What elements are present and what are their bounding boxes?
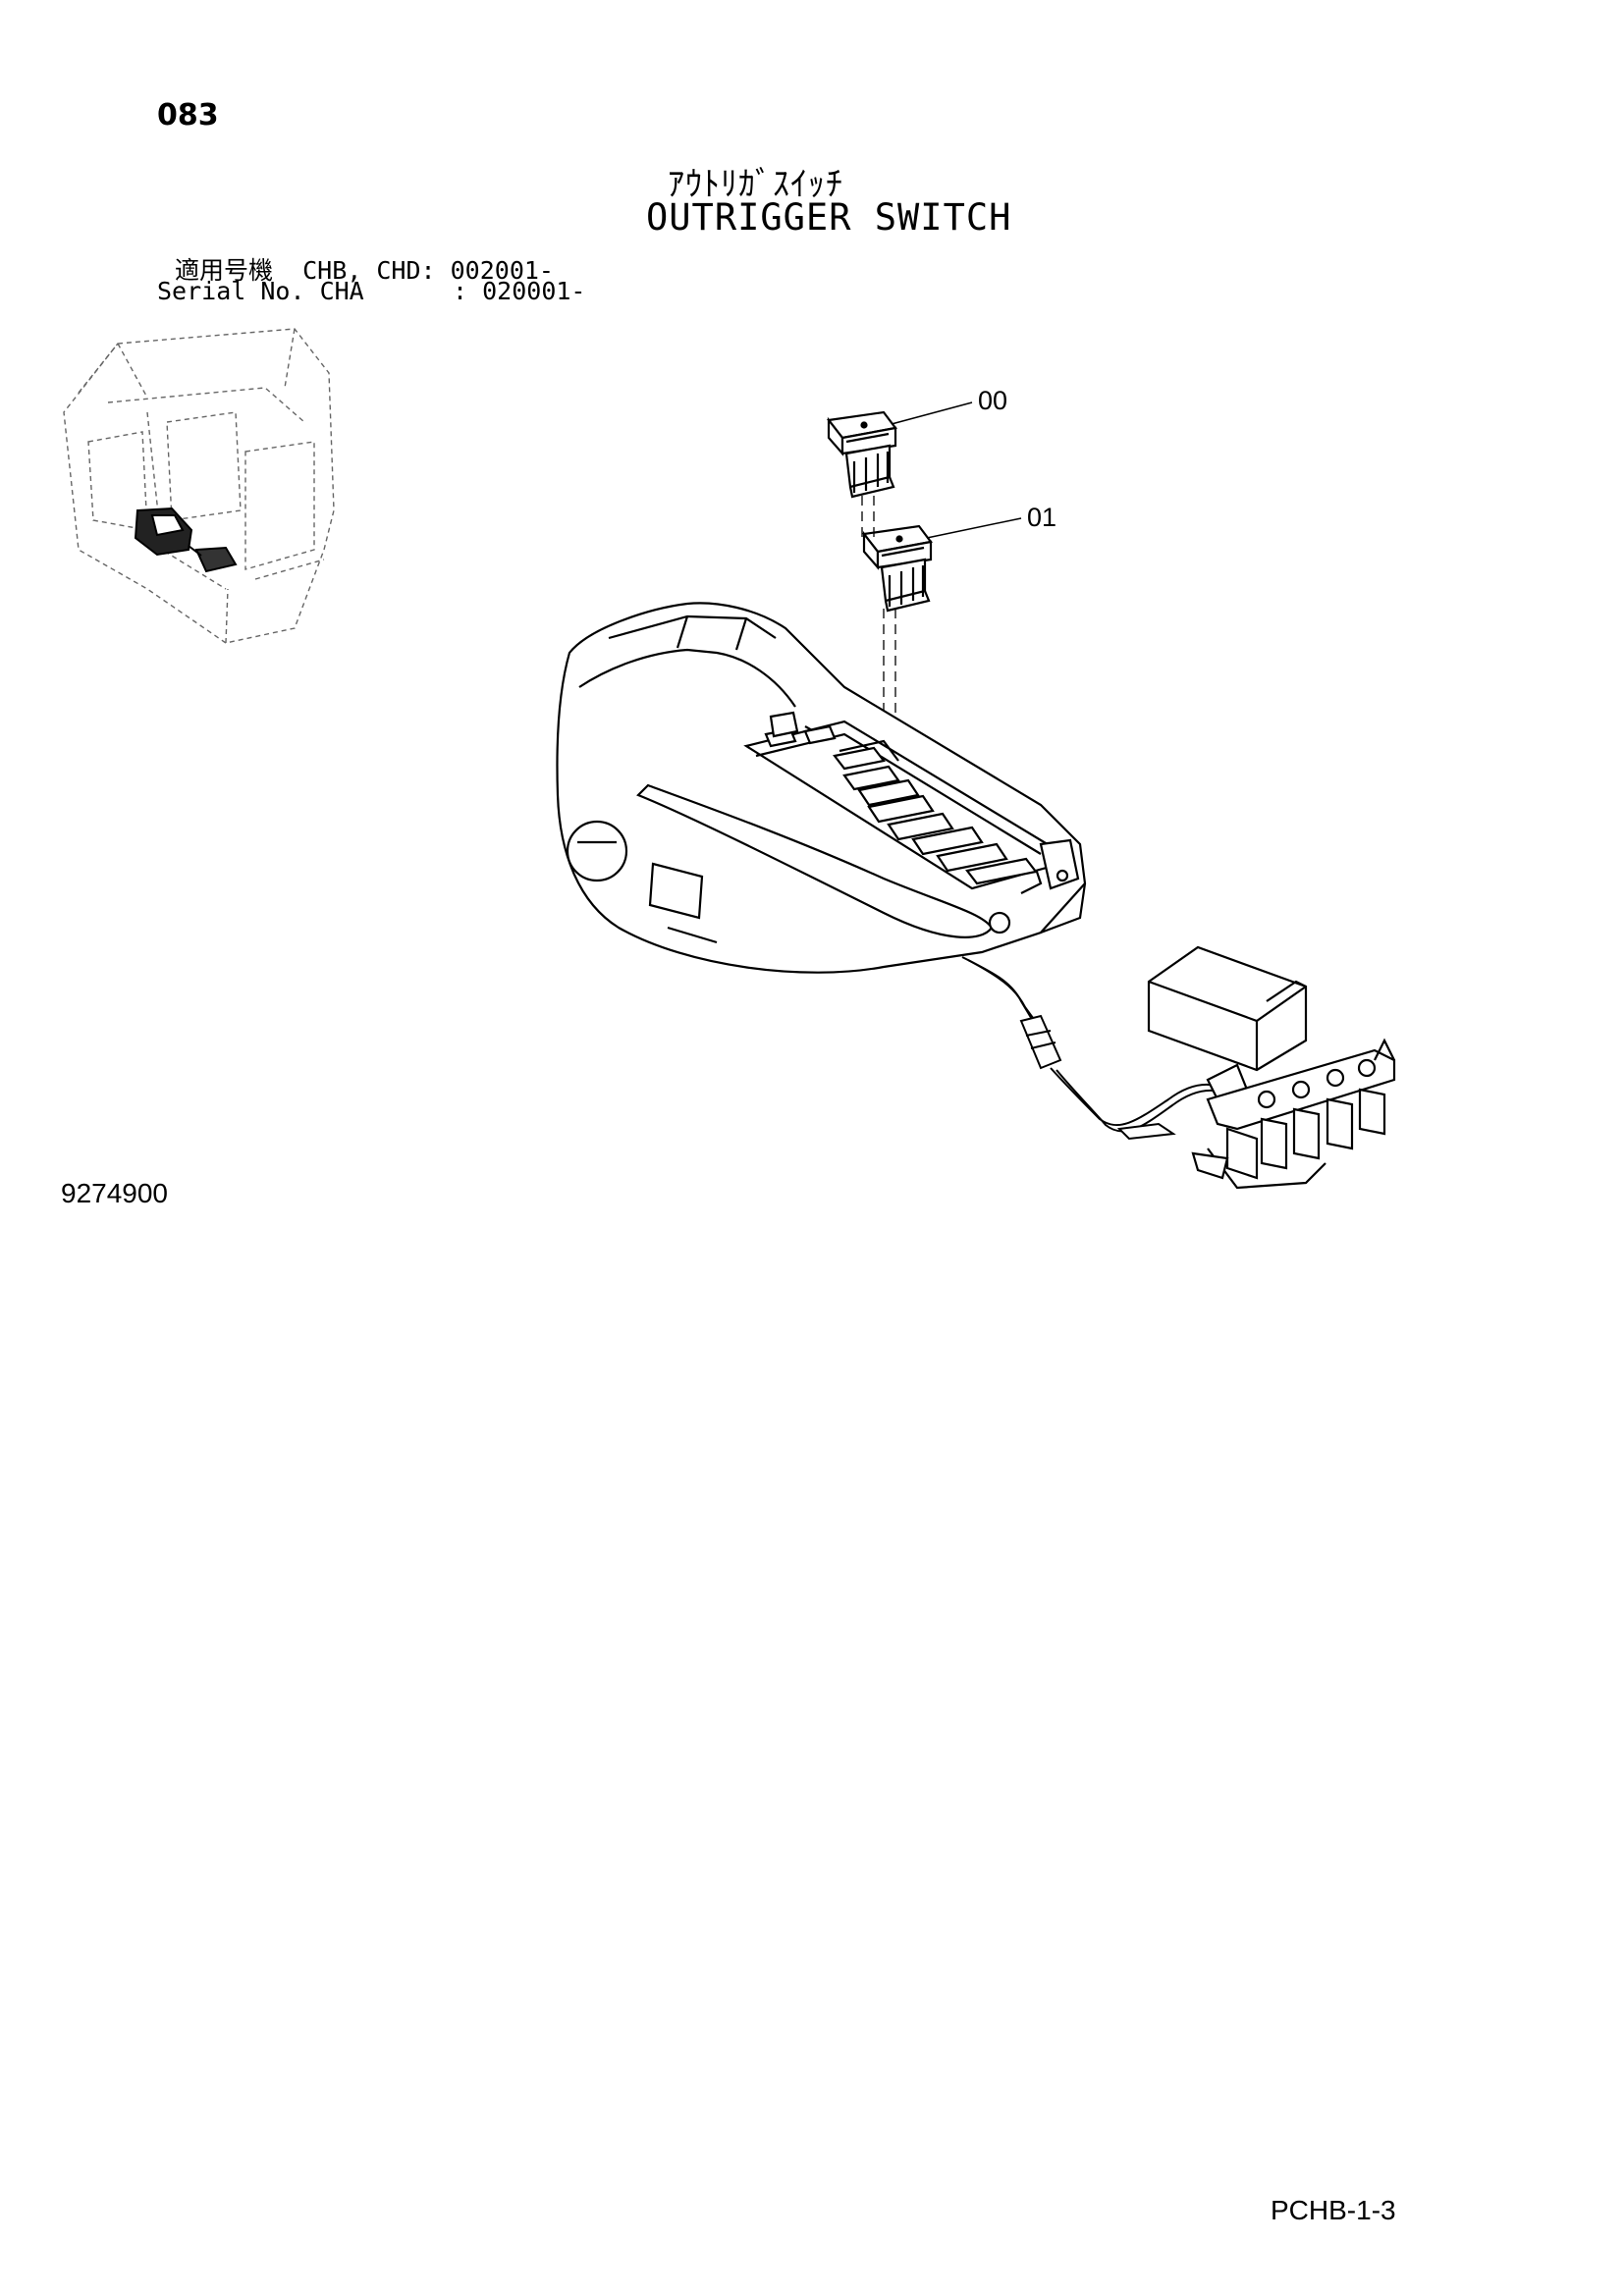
callout-label-00: 00	[978, 386, 1007, 415]
sheet-reference: PCHB-1-3	[1271, 2195, 1396, 2225]
install-guide-lines	[861, 496, 896, 728]
wiring-harness	[961, 956, 1232, 1141]
switch-console	[556, 602, 1087, 974]
switch-00	[826, 410, 897, 499]
switch-01	[861, 524, 933, 613]
relay-connector-block	[1147, 945, 1396, 1190]
title-japanese: ｱｳﾄﾘｶﾞｽｲｯﾁ	[668, 165, 843, 204]
page-number: 083	[157, 98, 219, 133]
applicable-serial-line: 適用号機 CHB, CHD: 002001-	[175, 256, 554, 285]
title-english: OUTRIGGER SWITCH	[646, 196, 1012, 239]
callout-label-01: 01	[1027, 503, 1056, 532]
serial-number-line: Serial No. CHA : 020001-	[157, 277, 586, 305]
console-location-highlight	[134, 507, 238, 573]
drawing-number: 9274900	[61, 1178, 169, 1208]
cab-location-inset	[63, 328, 335, 644]
callout-leaders	[891, 401, 1022, 539]
